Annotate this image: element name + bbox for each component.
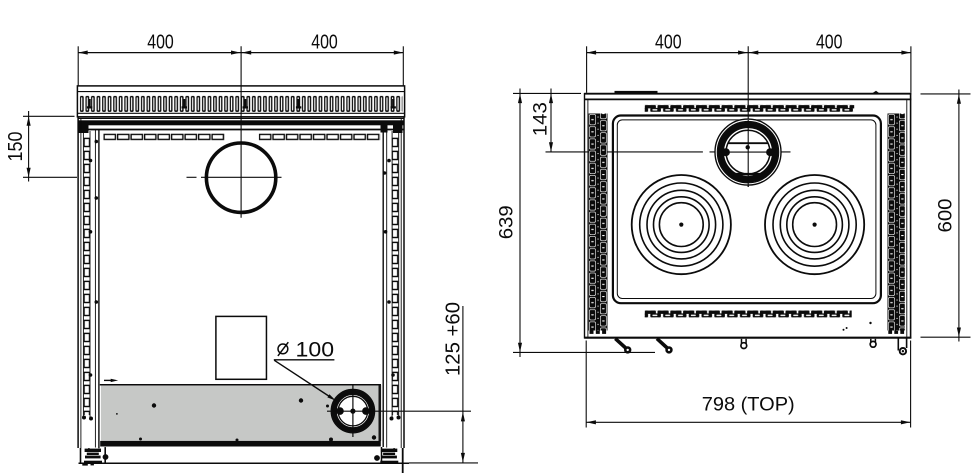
svg-text:600: 600 bbox=[936, 199, 957, 233]
svg-text:798 (TOP): 798 (TOP) bbox=[702, 393, 795, 415]
svg-text:639: 639 bbox=[496, 205, 518, 239]
svg-text:150: 150 bbox=[5, 132, 27, 162]
svg-text:400: 400 bbox=[147, 32, 174, 54]
svg-text:143: 143 bbox=[530, 102, 552, 136]
svg-text:400: 400 bbox=[816, 32, 843, 54]
svg-text:400: 400 bbox=[655, 32, 682, 54]
svg-text:400: 400 bbox=[311, 32, 338, 54]
svg-text:100: 100 bbox=[296, 338, 335, 361]
svg-text:125 +60: 125 +60 bbox=[442, 302, 465, 376]
